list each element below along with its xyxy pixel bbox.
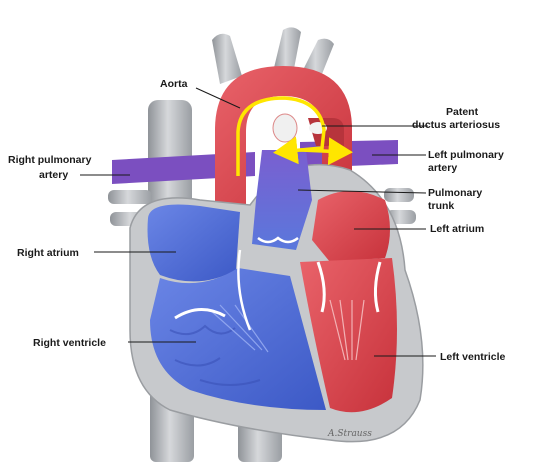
brachiocephalic-branch [212,33,242,84]
chordae-left [329,299,365,361]
tricuspid-valve [174,308,226,320]
label-right-atrium: Right atrium [17,247,79,259]
mitral-valve-right [373,261,382,313]
artist-signature: A.Strauss [327,429,372,439]
mitral-valve-left [316,261,326,313]
shunt-flow-arrow-right [299,137,353,166]
right-ventricle-shape [150,268,326,410]
label-pulmonary-trunk-line2: trunk [428,200,454,212]
right-atrium-shape [147,204,240,282]
leader-aorta [195,87,241,109]
label-right-pulmonary-line2: artery [39,169,68,181]
label-patent-ductus-line1: Patent [446,106,479,118]
septum-highlight [237,249,252,331]
pulmonary-trunk-shape [252,150,312,250]
label-patent-ductus-line2: ductus arteriosus [412,119,500,131]
label-left-atrium: Left atrium [430,223,484,235]
label-pulmonary-trunk-line1: Pulmonary [428,187,482,199]
aortic-arch-shape [215,66,352,210]
pulmonary-vein-upper-left [384,188,414,202]
label-right-pulmonary-line1: Right pulmonary [8,154,92,166]
pulmonary-valve [257,236,299,244]
left-atrium-shape [312,191,390,262]
label-right-ventricle: Right ventricle [33,337,106,349]
label-left-pulmonary-line2: artery [428,162,457,174]
aortic-arch-inner [272,113,298,143]
leader-lines [80,87,436,357]
pulmonary-vein-upper-right [108,190,152,204]
label-left-ventricle: Left ventricle [440,351,506,363]
label-left-pulmonary-line1: Left pulmonary [428,149,504,161]
carotid-branch [273,27,301,74]
label-aorta: Aorta [160,78,188,90]
ventricle-trabeculae-right [169,324,261,386]
chordae-right [209,304,269,353]
labels: Aorta Patent ductus arteriosus Right pul… [8,78,506,363]
leader-pulmonary-trunk [297,189,427,194]
